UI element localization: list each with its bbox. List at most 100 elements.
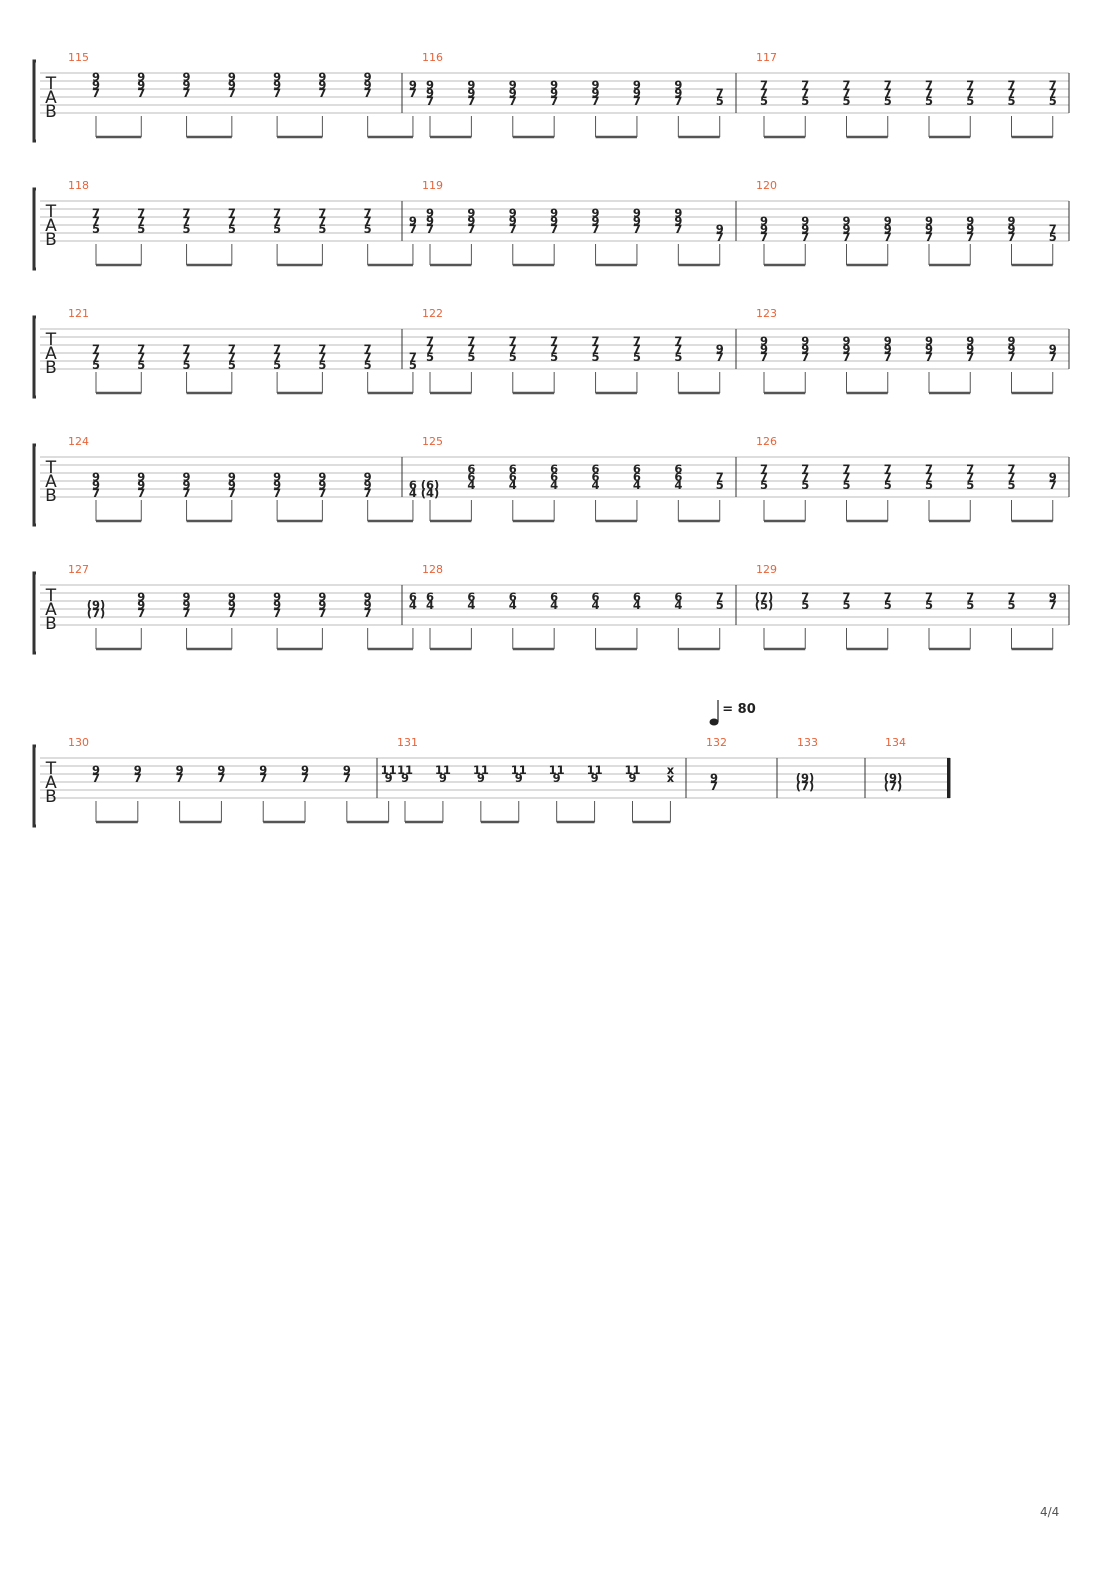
fret-number: 9	[592, 78, 600, 92]
fret-number: 7	[137, 486, 145, 500]
fret-number: 6	[426, 590, 434, 604]
fret-number: 5	[842, 478, 850, 492]
fret-number: 11	[624, 763, 640, 777]
fret-number: 9	[674, 206, 682, 220]
fret-number: 7	[716, 86, 724, 100]
fret-number: 5	[273, 358, 281, 372]
fret-number: 5	[716, 598, 724, 612]
fret-number: 7	[301, 771, 309, 785]
fret-number: 5	[801, 94, 809, 108]
measure-number: 133	[797, 736, 818, 749]
fret-number: 7	[760, 86, 768, 100]
fret-number: 7	[716, 230, 724, 244]
fret-number: 7	[550, 342, 558, 356]
fret-number: 9	[92, 70, 100, 84]
fret-number: 9	[842, 222, 850, 236]
fret-number: 9	[842, 334, 850, 348]
fret-number: 7	[633, 222, 641, 236]
tab-clef-letter: T	[45, 759, 57, 779]
measure-number: 115	[68, 51, 89, 64]
fret-number: (7)	[87, 606, 106, 620]
fret-number: 4	[674, 598, 682, 612]
fret-number: 6	[409, 590, 417, 604]
measure-number: 129	[756, 563, 777, 576]
fret-number: 5	[183, 222, 191, 236]
fret-number: 7	[710, 779, 718, 793]
fret-number: 9	[633, 86, 641, 100]
fret-number: 9	[1007, 334, 1015, 348]
fret-number: 9	[318, 598, 326, 612]
fret-number: 7	[716, 470, 724, 484]
fret-number: 7	[592, 94, 600, 108]
fret-number: 9	[760, 334, 768, 348]
fret-number: 9	[228, 78, 236, 92]
fret-number: 9	[401, 771, 409, 785]
fret-number: 7	[273, 214, 281, 228]
tab-clef-letter: A	[45, 472, 57, 492]
fret-number: 7	[884, 462, 892, 476]
fret-number: 7	[228, 214, 236, 228]
fret-number: 9	[467, 206, 475, 220]
fret-number: 9	[318, 70, 326, 84]
system-brace	[32, 59, 36, 143]
fret-number: 7	[137, 86, 145, 100]
fret-number: 5	[801, 598, 809, 612]
fret-number: 9	[884, 334, 892, 348]
fret-number: 5	[509, 350, 517, 364]
fret-number: 9	[1049, 470, 1057, 484]
fret-number: 9	[183, 590, 191, 604]
fret-number: 5	[966, 598, 974, 612]
fret-number: 9	[228, 598, 236, 612]
fret-number: 9	[92, 763, 100, 777]
fret-number: 7	[217, 771, 225, 785]
measure-number: 121	[68, 307, 89, 320]
fret-number: 7	[273, 486, 281, 500]
fret-number: 9	[966, 214, 974, 228]
quarter-note-icon	[709, 718, 719, 726]
fret-number: 7	[925, 350, 933, 364]
fret-number: 9	[592, 86, 600, 100]
fret-number: 7	[467, 334, 475, 348]
fret-number: 5	[633, 350, 641, 364]
fret-number: 7	[716, 350, 724, 364]
fret-number: 7	[966, 462, 974, 476]
tab-clef-letter: A	[45, 216, 57, 236]
fret-number: 7	[318, 86, 326, 100]
fret-number: 9	[137, 78, 145, 92]
fret-number: 9	[925, 222, 933, 236]
fret-number: 7	[550, 334, 558, 348]
fret-number: 7	[966, 350, 974, 364]
fret-number: 7	[884, 78, 892, 92]
fret-number: 7	[884, 86, 892, 100]
tab-clef-letter: T	[45, 74, 57, 94]
measure-number: 116	[422, 51, 443, 64]
fret-number: 4	[592, 598, 600, 612]
fret-number: 9	[842, 342, 850, 356]
measure-number: 127	[68, 563, 89, 576]
fret-number: 9	[674, 214, 682, 228]
fret-number: 7	[183, 206, 191, 220]
fret-number: 9	[884, 214, 892, 228]
fret-number: 7	[92, 486, 100, 500]
fret-number: 9	[228, 470, 236, 484]
fret-number: 9	[137, 478, 145, 492]
fret-number: (7)	[796, 779, 815, 793]
fret-number: 9	[515, 771, 523, 785]
fret-number: 7	[760, 470, 768, 484]
fret-number: 9	[509, 206, 517, 220]
fret-number: 9	[364, 70, 372, 84]
fret-number: 9	[710, 771, 718, 785]
fret-number: 7	[801, 78, 809, 92]
fret-number: 9	[801, 342, 809, 356]
fret-number: 9	[633, 214, 641, 228]
fret-number: (5)	[755, 598, 774, 612]
fret-number: 9	[273, 470, 281, 484]
fret-number: 7	[259, 771, 267, 785]
fret-number: 7	[228, 86, 236, 100]
tab-clef-letter: T	[45, 330, 57, 350]
fret-number: 7	[760, 230, 768, 244]
fret-number: 9	[318, 78, 326, 92]
fret-number: 5	[137, 222, 145, 236]
fret-number: 7	[716, 590, 724, 604]
fret-number: 7	[925, 78, 933, 92]
